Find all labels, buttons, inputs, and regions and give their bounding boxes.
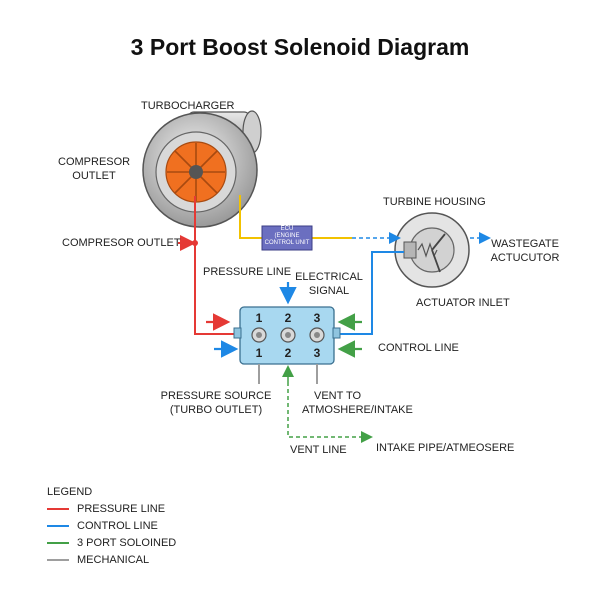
ecu-label: ECU (ENGINE CONTROL UNIT [262, 226, 312, 247]
legend-item-pressure: PRESSURE LINE [77, 503, 166, 515]
port-top-3: 3 [313, 311, 321, 325]
actuator-arm [431, 249, 441, 273]
legend-title: LEGEND [47, 486, 93, 498]
label-compressor-outlet-top-line1: COMPRESOR [58, 156, 131, 168]
label-pressure-source: PRESSURE SOURCE (TURBO OUTLET) [160, 389, 272, 417]
port-bottom-3: 3 [313, 346, 321, 360]
pressure-junction [192, 240, 198, 246]
label-vent-to-line1: VENT TO [314, 390, 362, 402]
port-top-1: 1 [255, 311, 263, 325]
ecu-box [261, 225, 313, 251]
label-wastegate-actuator: WASTEGATE ACTUCUTOR [487, 237, 563, 265]
label-pressure-line: PRESSURE LINE [203, 266, 292, 278]
ecu-label-line3: CONTROL UNIT [264, 240, 310, 246]
port-top-2: 2 [284, 311, 292, 325]
label-wastegate-line2: ACTUCUTOR [490, 252, 560, 264]
port-bottom-2: 2 [284, 346, 292, 360]
label-vent-to: VENT TO ATMOSHERE/INTAKE [302, 389, 413, 417]
legend-item-control: CONTROL LINE [77, 520, 158, 532]
impeller-hub [189, 165, 203, 179]
legend-item-solenoid: 3 PORT SOLOINED [77, 537, 177, 549]
label-pressure-source-line1: PRESSURE SOURCE [160, 390, 272, 402]
solenoid-stub-right [332, 327, 341, 339]
label-vent-line: VENT LINE [290, 444, 347, 456]
actuator-port [403, 241, 417, 259]
diagram-title: 3 Port Boost Solenoid Diagram [130, 34, 470, 60]
label-intake-pipe: INTAKE PIPE/ATMEOSERE [376, 442, 515, 454]
wastegate-actuator-illustration [394, 212, 470, 288]
turbocharger-illustration [142, 110, 262, 228]
label-control-line: CONTROL LINE [378, 342, 459, 354]
ecu-label-line2: (ENGINE [274, 233, 300, 239]
control-line [334, 251, 404, 335]
ecu-label-line1: ECU [280, 226, 294, 232]
label-turbocharger: TURBOCHARGER [141, 100, 235, 112]
label-turbine-housing: TURBINE HOUSING [383, 196, 486, 208]
label-electrical-signal-line1: ELECTRICAL [295, 271, 363, 283]
legend-item-mechanical: MECHANICAL [77, 554, 150, 566]
label-compressor-outlet-top: COMPRESOR OUTLET [58, 155, 130, 183]
actuator-rod [431, 233, 446, 251]
label-wastegate-line1: WASTEGATE [491, 238, 559, 250]
label-actuator-inlet: ACTUATOR INLET [416, 297, 510, 309]
label-compressor-outlet-top-line2: OUTLET [72, 170, 116, 182]
port-bottom-1: 1 [255, 346, 263, 360]
electrical-line-turbo [239, 195, 262, 239]
label-electrical-signal-line2: SIGNAL [308, 285, 350, 297]
label-compressor-outlet-left: COMPRESOR OUTLET [62, 237, 181, 249]
solenoid-port-circles [251, 327, 325, 343]
solenoid-stub-left [233, 327, 242, 339]
label-vent-to-line2: ATMOSHERE/INTAKE [302, 404, 413, 416]
label-pressure-source-line2: (TURBO OUTLET) [169, 404, 263, 416]
label-electrical-signal: ELECTRICAL SIGNAL [290, 270, 368, 298]
